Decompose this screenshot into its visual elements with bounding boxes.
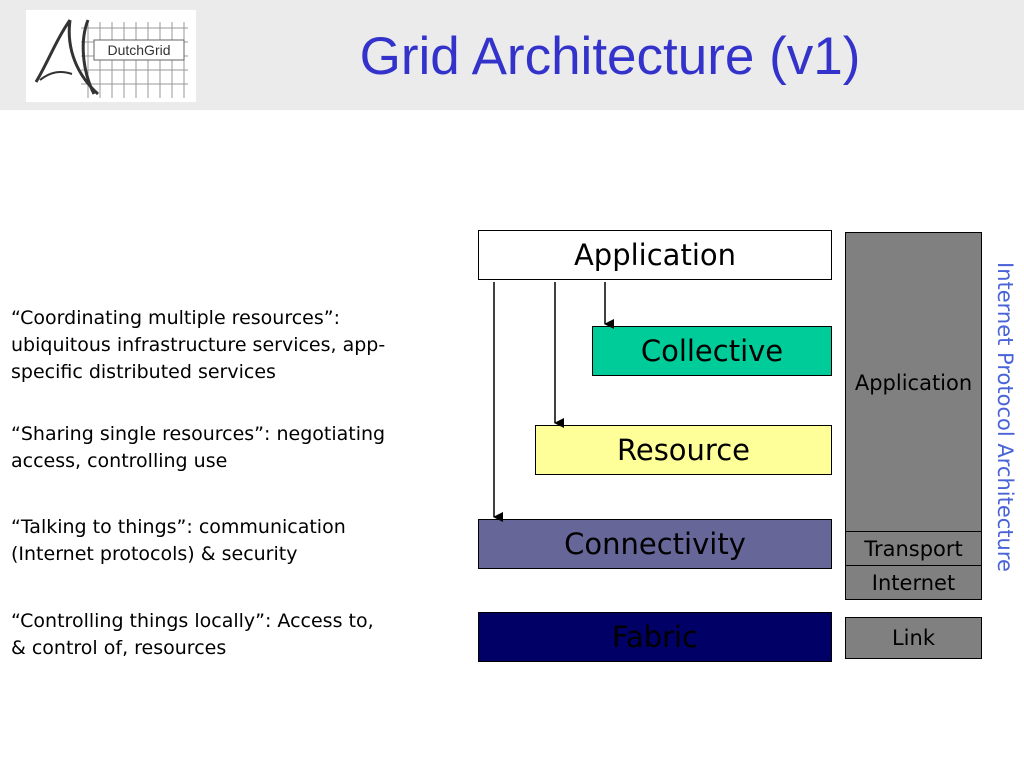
layer-collective: Collective — [592, 326, 832, 376]
description-line: “Talking to things”: communication — [11, 516, 346, 538]
ip-application: Application — [845, 232, 982, 532]
description-line: “Coordinating multiple resources”: — [11, 307, 341, 329]
logo-graphic: DutchGrid — [34, 19, 188, 98]
description-line: & control of, resources — [11, 637, 227, 659]
description-line: (Internet protocols) & security — [11, 543, 298, 565]
dutchgrid-logo: DutchGrid — [26, 10, 196, 102]
slide-header: DutchGrid Grid Architecture (v1) — [0, 0, 1024, 110]
description-collective: “Coordinating multiple resources”: ubiqu… — [11, 305, 471, 386]
layer-resource: Resource — [535, 425, 832, 475]
description-fabric: “Controlling things locally”: Access to,… — [11, 608, 471, 662]
ip-internet: Internet — [845, 565, 982, 600]
description-connectivity: “Talking to things”: communication (Inte… — [11, 514, 471, 568]
logo-text: DutchGrid — [107, 42, 170, 58]
description-line: “Controlling things locally”: Access to, — [11, 610, 374, 632]
description-line: specific distributed services — [11, 361, 276, 383]
layer-connectivity: Connectivity — [478, 519, 832, 569]
description-line: access, controlling use — [11, 450, 228, 472]
layer-fabric: Fabric — [478, 612, 832, 662]
description-line: “Sharing single resources”: negotiating — [11, 423, 386, 445]
ip-transport: Transport — [845, 531, 982, 566]
description-resource: “Sharing single resources”: negotiating … — [11, 421, 471, 475]
ip-link: Link — [845, 617, 982, 659]
layer-application: Application — [478, 230, 832, 280]
ip-architecture-label: Internet Protocol Architecture — [993, 262, 1017, 572]
slide-title: Grid Architecture (v1) — [359, 27, 861, 86]
description-line: ubiquitous infrastructure services, app- — [11, 334, 386, 356]
